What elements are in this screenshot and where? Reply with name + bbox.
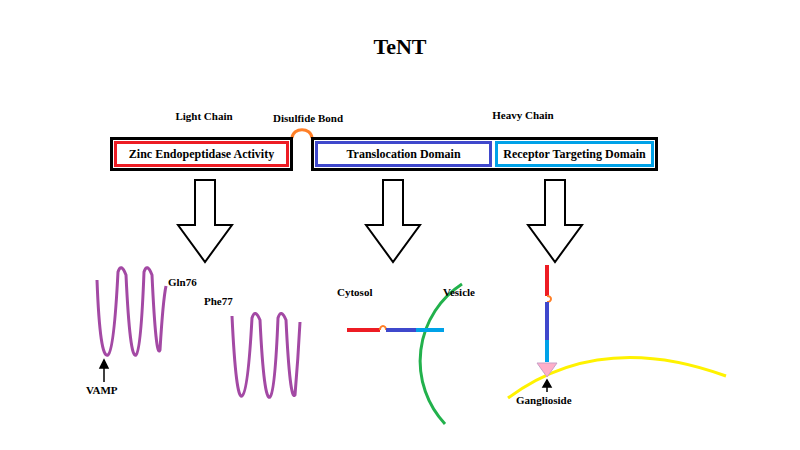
chain-box: Heavy ChainTranslocation DomainReceptor …	[311, 137, 658, 171]
title: TeNT	[374, 34, 427, 60]
part-label: Ganglioside	[516, 394, 572, 407]
ganglioside-pointer	[543, 380, 551, 392]
hollow-arrows	[178, 180, 582, 262]
down-arrow	[178, 180, 232, 262]
vamp-pointer	[100, 360, 108, 382]
part-label: Gln76	[168, 276, 197, 289]
toxin-in-membrane	[347, 326, 444, 330]
domain-box: Zinc Endopeptidase Activity	[114, 141, 289, 167]
chain-box: Light ChainZinc Endopeptidase Activity	[110, 137, 293, 171]
part-label: Phe77	[204, 295, 233, 308]
part-label: Cytosol	[337, 286, 372, 299]
domain-label: Receptor Targeting Domain	[503, 147, 645, 162]
toxin-bound	[547, 265, 551, 362]
part-label: Vesicle	[443, 286, 475, 299]
domain-label: Translocation Domain	[346, 147, 460, 162]
vesicle-membrane	[420, 284, 462, 424]
domain-box: Receptor Targeting Domain	[495, 141, 654, 167]
cell-membrane	[508, 357, 726, 398]
part-label: VAMP	[86, 384, 118, 397]
down-arrow	[366, 180, 420, 262]
domain-label: Zinc Endopeptidase Activity	[129, 147, 274, 162]
chain-heading: Heavy Chain	[492, 109, 553, 121]
chain-heading: Light Chain	[175, 110, 232, 122]
vamp-protein	[97, 268, 166, 356]
domain-box: Translocation Domain	[315, 141, 492, 167]
ganglioside-symbol	[537, 363, 557, 377]
down-arrow	[528, 180, 582, 262]
cleaved-vamp	[232, 313, 300, 397]
bond-label: Disulfide Bond	[271, 112, 345, 125]
disulfide-bond	[292, 130, 312, 138]
